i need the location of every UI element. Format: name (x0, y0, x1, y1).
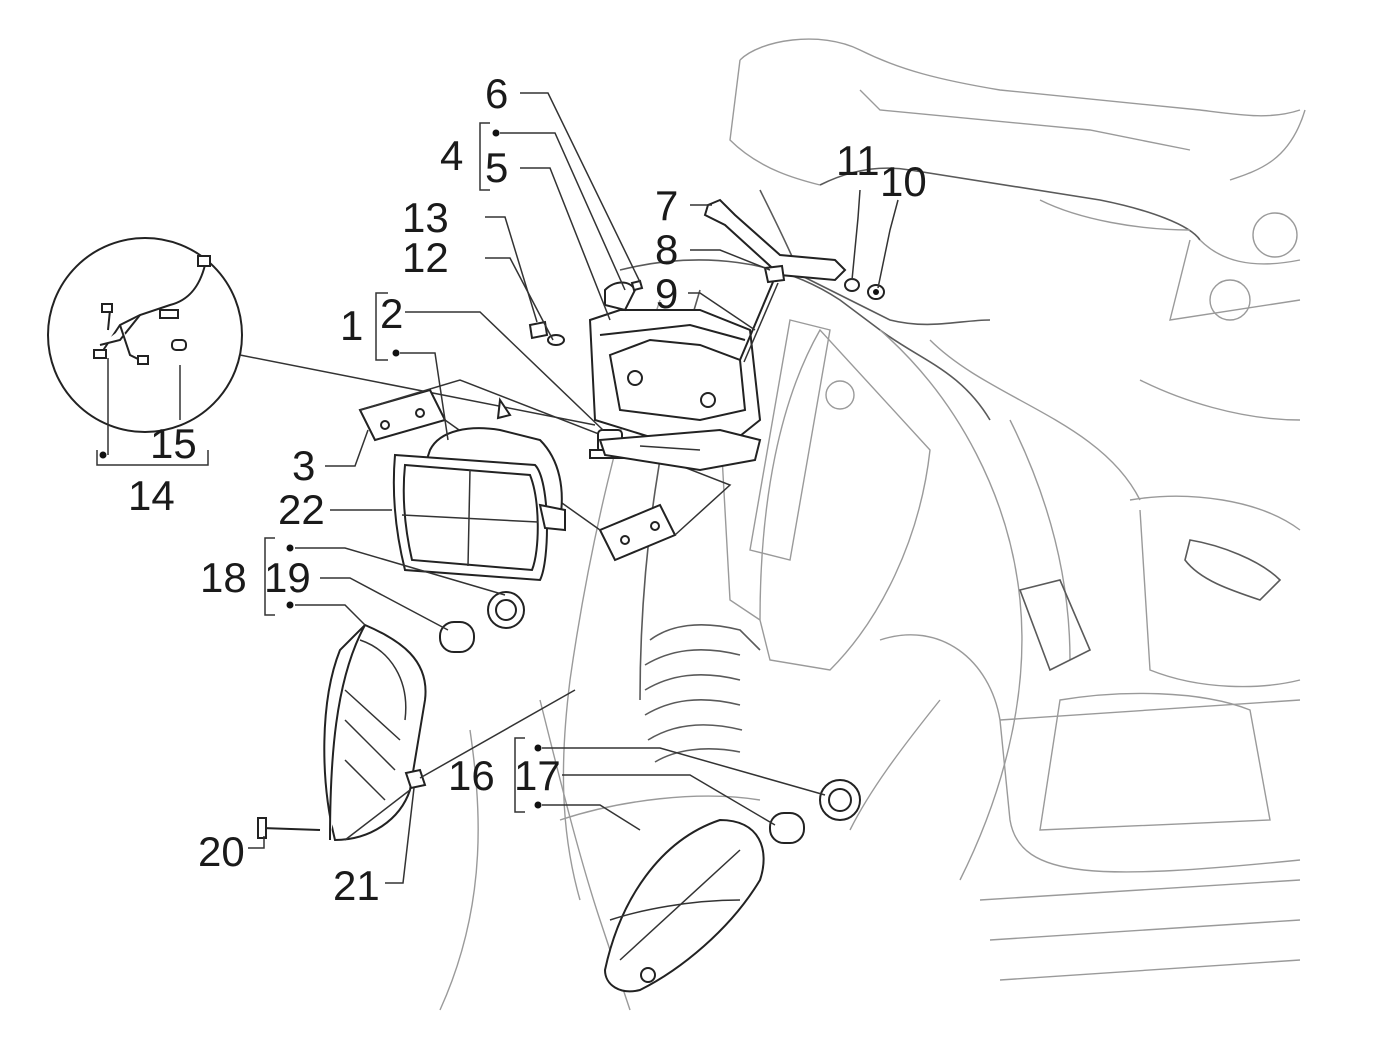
callout-4: 4 (440, 132, 463, 179)
callout-12: 12 (402, 234, 449, 281)
callout-5: 5 (485, 144, 508, 191)
bullet-dots (99, 129, 542, 809)
handlebar-bracket (703, 198, 885, 363)
indicator-right (603, 779, 861, 993)
callout-13: 13 (402, 194, 449, 241)
callout-17: 17 (514, 752, 561, 799)
callout-2: 2 (380, 290, 403, 337)
callout-21: 21 (333, 862, 380, 909)
indicator-screw-nut (257, 768, 427, 839)
indicator-left (323, 591, 525, 842)
callout-20: 20 (198, 828, 245, 875)
callout-10: 10 (880, 158, 927, 205)
callout-1: 1 (340, 302, 363, 349)
callout-3: 3 (292, 442, 315, 489)
screw-washer (528, 320, 565, 346)
callout-15: 15 (150, 420, 197, 467)
headlamp-unit (392, 427, 566, 582)
callout-6: 6 (485, 70, 508, 117)
callout-14: 14 (128, 472, 175, 519)
callout-8: 8 (655, 226, 678, 273)
lamp-holder-frame (588, 281, 762, 472)
callout-18: 18 (200, 554, 247, 601)
callout-16: 16 (448, 752, 495, 799)
callout-9: 9 (655, 270, 678, 317)
callout-labels: 6 4 5 11 10 7 13 12 8 9 1 2 15 14 3 22 1… (128, 70, 927, 909)
callout-11: 11 (836, 137, 880, 184)
callout-7: 7 (655, 182, 678, 229)
leader-lines (96, 92, 899, 884)
callout-22: 22 (278, 486, 325, 533)
wiring-harness-inset (47, 237, 243, 433)
callout-19: 19 (264, 554, 311, 601)
scooter-body-outline (439, 38, 1306, 1011)
horn-grille (644, 624, 761, 763)
